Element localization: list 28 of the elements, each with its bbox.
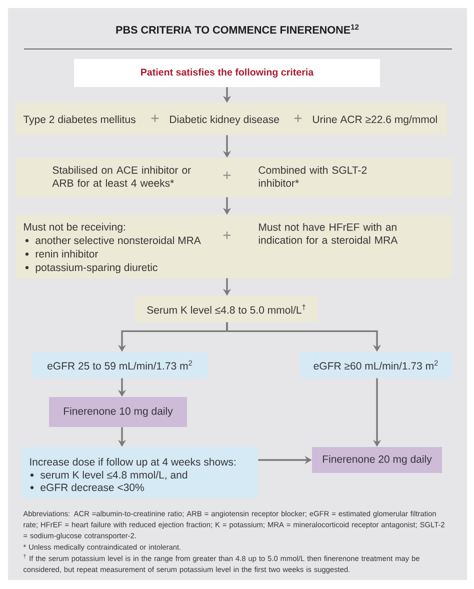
plus-sign: + [151, 114, 159, 122]
criterion-text: Diabetic kidney disease [170, 115, 279, 126]
criterion-text: Combined with SGLT-2 inhibitor* [258, 166, 367, 187]
list-item: eGFR decrease <30% [40, 483, 144, 492]
list-heading: Must not be receiving: [24, 222, 125, 233]
criteria-band [16, 158, 452, 197]
plus-sign: + [223, 172, 231, 180]
title: PBS CRITERIA TO COMMENCE FINERENONE$^{12}$ [116, 24, 359, 34]
list-item: serum K level ≤4.8 mmol/L, and [40, 470, 188, 480]
condition-box [22, 447, 258, 498]
dose-box: Finerenone 10 mg daily [49, 397, 187, 427]
list-item: renin inhibitor [36, 250, 98, 258]
list-heading: Increase dose if follow up at 4 weeks shows: [30, 458, 236, 468]
list-item: another selective nonsteroidal MRA [36, 236, 201, 244]
criterion-text: Stabilised on ACE inhibitor or ARB for at least 4 weeks* [52, 166, 191, 187]
criterion-text: Urine ACR ≥22.6 mg/mmol [313, 115, 437, 126]
criteria-band [16, 215, 452, 278]
plus-sign: + [294, 114, 302, 122]
condition-box: eGFR ≥60 mL/min/1.73 m$^{2}$ [300, 352, 452, 378]
criteria-band [15, 103, 447, 135]
heading-box: Patient satisfies the following criteria [74, 59, 380, 87]
plus-sign: + [223, 232, 231, 240]
list-item: potassium-sparing diuretic [36, 263, 158, 274]
dose-box: Finerenone 20 mg daily [312, 447, 442, 473]
condition-box: eGFR 25 to 59 mL/min/1.73 m$^{2}$ [32, 352, 208, 378]
condition-box: Serum K level ≤4.8 to 5.0 mmol/L$^{†}$ [135, 296, 318, 322]
criterion-text: Type 2 diabetes mellitus [23, 115, 136, 126]
criterion-text: Must not have HFrEF with an indication for a steroidal MRA [258, 223, 398, 244]
